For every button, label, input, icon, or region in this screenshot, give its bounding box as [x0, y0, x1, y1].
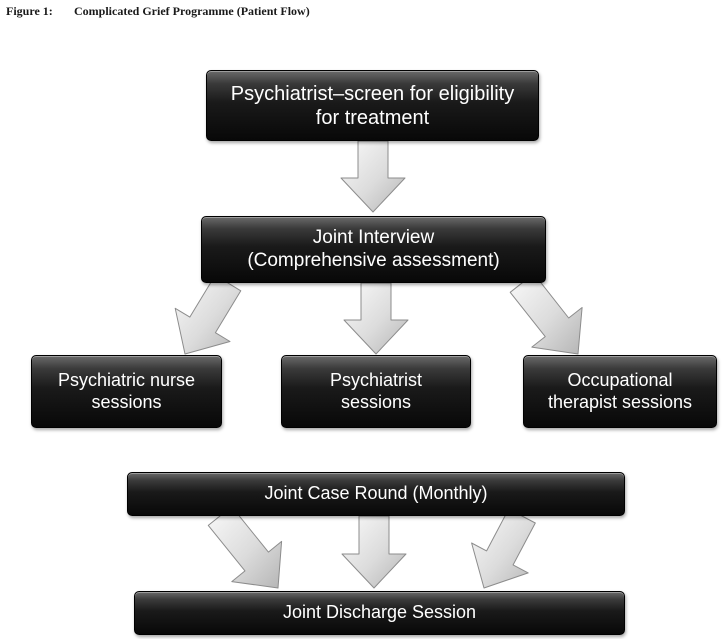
arrow-group [174, 140, 583, 589]
node-joint-case-round: Joint Case Round (Monthly) [127, 472, 625, 516]
node-psychiatrist-sessions-line2: sessions [340, 391, 412, 412]
node-psychiatrist-screen: Psychiatrist–screen for eligibility for … [206, 70, 539, 141]
node-joint-discharge-label: Joint Discharge Session [282, 602, 477, 623]
arrow-round-to-discharge-left [207, 506, 283, 589]
node-joint-interview-line1: Joint Interview [312, 226, 435, 248]
arrow-joint-interview-to-ot [509, 273, 583, 355]
figure-title: Complicated Grief Programme (Patient Flo… [74, 4, 310, 18]
node-joint-case-round-label: Joint Case Round (Monthly) [264, 483, 488, 504]
arrow-joint-interview-to-nurse [174, 274, 242, 355]
node-occupational-therapist-line2: therapist sessions [547, 391, 693, 412]
node-psychiatrist-screen-line2: for treatment [315, 106, 430, 129]
arrow-round-to-discharge-center [341, 515, 407, 589]
node-occupational-therapist-line1: Occupational [567, 369, 673, 390]
arrow-round-to-discharge-right [471, 508, 536, 589]
node-joint-discharge-session: Joint Discharge Session [134, 591, 625, 635]
node-psychiatric-nurse-sessions: Psychiatric nurse sessions [31, 355, 222, 428]
node-psychiatrist-screen-line1: Psychiatrist–screen for eligibility [230, 82, 515, 105]
node-occupational-therapist-sessions: Occupational therapist sessions [523, 355, 717, 428]
arrow-screen-to-joint-interview [340, 140, 406, 213]
node-psychiatrist-sessions: Psychiatrist sessions [281, 355, 471, 428]
node-psychiatric-nurse-line2: sessions [91, 391, 162, 412]
node-joint-interview: Joint Interview (Comprehensive assessmen… [201, 216, 546, 283]
node-psychiatrist-sessions-line1: Psychiatrist [329, 369, 423, 390]
node-psychiatric-nurse-line1: Psychiatric nurse [57, 369, 196, 390]
arrow-joint-interview-to-psychiatrist [343, 282, 409, 355]
node-joint-interview-line2: (Comprehensive assessment) [247, 249, 500, 271]
figure-label: Figure 1: [6, 4, 53, 18]
figure-caption: Figure 1: Complicated Grief Programme (Pa… [6, 4, 310, 19]
